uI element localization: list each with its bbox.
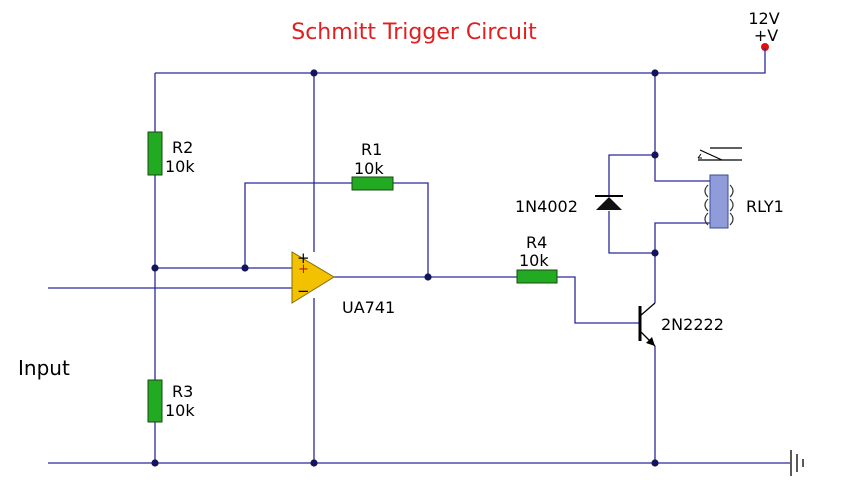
feedback-left-wire [244,182,352,268]
opamp-ua741: + + − [291,249,335,304]
r1-name-label: R1 [361,140,382,159]
transistor-2n2222 [638,302,656,347]
ground-symbol [790,450,804,476]
r1-value-label: 10k [354,159,384,178]
r4-value-label: 10k [519,251,549,270]
junction-node [310,459,318,467]
junction-node [651,69,659,77]
opamp-plus-input-mark: + [298,262,309,277]
junction-node [151,459,159,467]
diagram-title: Schmitt Trigger Circuit [291,20,537,45]
wires [48,48,790,464]
diode-name-label: 1N4002 [515,197,578,216]
junction-node [151,264,159,272]
supply-terminal-dot [761,43,769,51]
resistor-r4 [516,269,558,284]
resistor-r3 [147,379,163,423]
relay-name-label: RLY1 [746,197,784,216]
diode-1n4002 [595,195,623,210]
supply-voltage-label: 12V [748,9,779,28]
diode-top-wire [608,154,655,195]
resistor-r2 [147,131,163,176]
feedback-right-wire [393,182,429,277]
transistor-emitter-arrow [646,337,655,346]
relay-bottom-wire [654,222,710,253]
r2-name-label: R2 [172,138,193,157]
input-label: Input [18,356,70,380]
diode-triangle [596,197,622,210]
resistor-r1 [351,176,394,191]
junction-node [424,273,432,281]
top-rail-wire [155,48,766,74]
supply-terminal-label: +V [754,26,778,45]
junction-node [310,69,318,77]
relay-coil-body [709,174,729,229]
opamp-minus-input-mark: − [297,282,310,300]
junction-node [651,459,659,467]
r3-value-label: 10k [165,401,195,420]
relay-top-wire [654,73,710,182]
diode-bottom-wire [608,211,655,254]
relay-coil-windings-right [729,184,734,226]
transistor-name-label: 2N2222 [661,315,724,334]
opamp-triangle [291,251,335,304]
r4-name-label: R4 [526,233,547,252]
base-wire [557,276,640,324]
opamp-name-label: UA741 [342,298,395,317]
junction-node [241,264,249,272]
opamp-vplus-mark: + [297,249,310,267]
relay-coil-windings [704,184,709,226]
relay-contact-arm [699,149,723,161]
junction-node [651,249,659,257]
r2-value-label: 10k [165,157,195,176]
r3-name-label: R3 [172,382,193,401]
junction-nodes [151,69,659,467]
relay-rly1 [697,147,742,229]
transistor-collector [639,302,656,317]
junction-node [651,151,659,159]
relay-contact-tick [697,153,702,159]
